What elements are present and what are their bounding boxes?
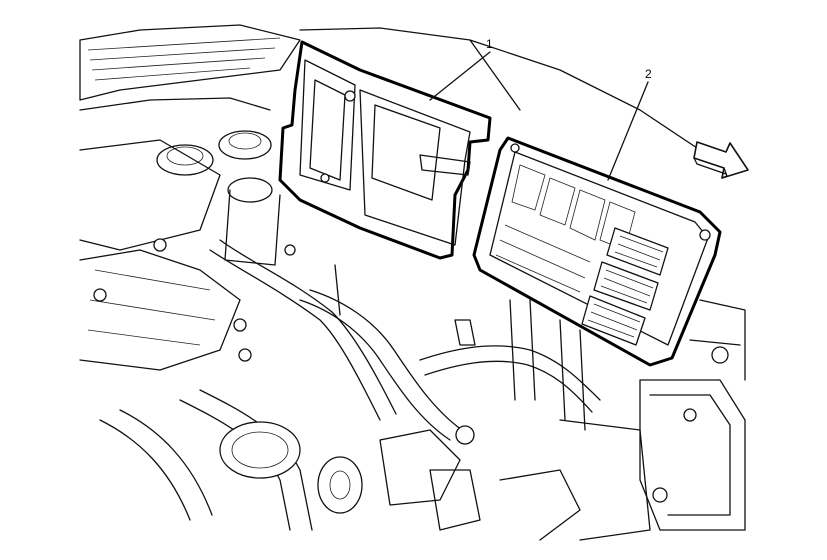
forward-arrow-icon (693, 141, 749, 179)
ecm-connector-bottom (581, 295, 646, 346)
callout-2-label: 2 (645, 67, 652, 81)
callout-1-label: 1 (486, 37, 493, 51)
callout-1: 1 (429, 37, 493, 101)
engine-control-module-component-2 (472, 136, 722, 367)
ecm-bracket-component-1 (278, 40, 492, 260)
engine-bay-background (79, 24, 746, 541)
callout-2: 2 (607, 67, 652, 181)
ecm-connector-middle (593, 261, 659, 311)
ecm-connector-top (606, 227, 669, 276)
